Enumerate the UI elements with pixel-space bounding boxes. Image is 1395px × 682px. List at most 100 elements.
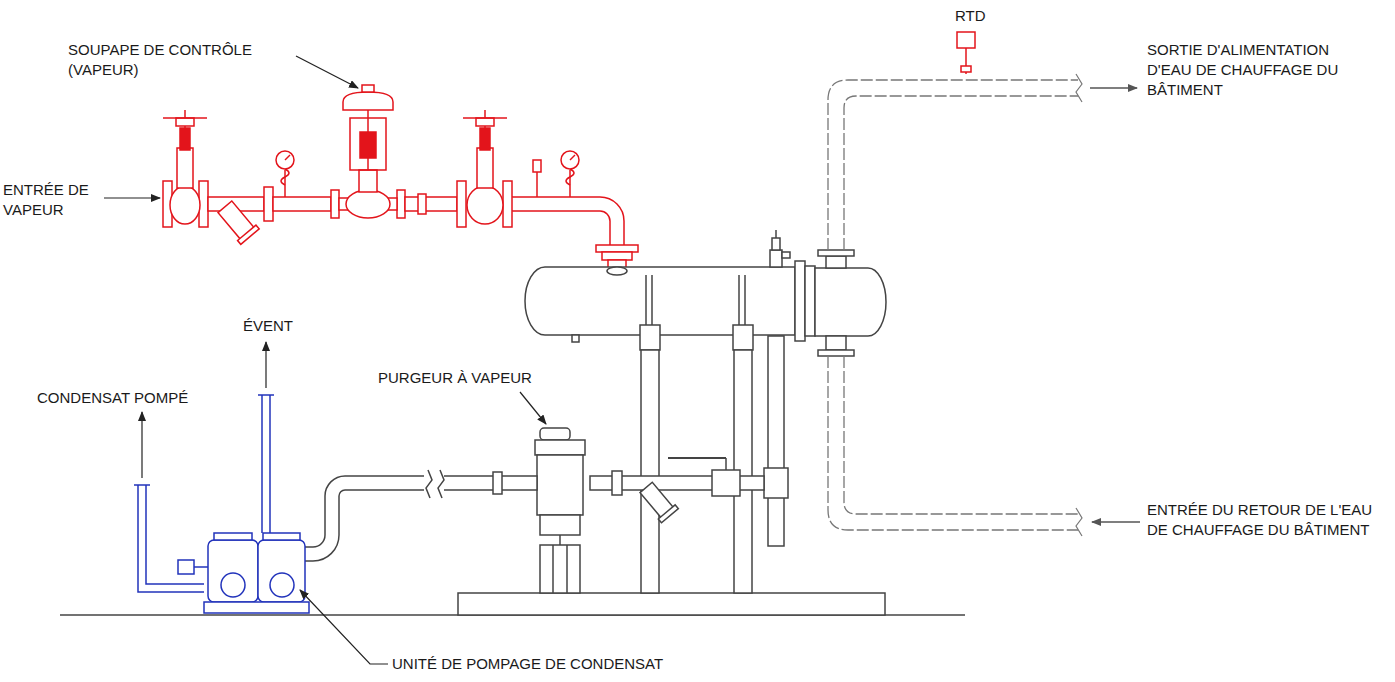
callout-label: PURGEUR À VAPEUR	[378, 368, 532, 388]
steam-train	[362, 85, 374, 92]
steam-train	[467, 186, 503, 224]
condensate-piping	[540, 515, 580, 535]
condensate-piping	[537, 455, 583, 515]
steam-train	[602, 252, 632, 260]
callout-label: CONDENSAT POMPÉ	[37, 388, 188, 408]
heat-exchanger	[733, 325, 753, 350]
steam-train	[176, 118, 194, 126]
condensate-pump	[258, 540, 305, 602]
callout-label: ÉVENT	[243, 316, 293, 336]
condensate-pump	[258, 394, 274, 396]
water-loop	[828, 80, 1078, 530]
steam-train	[238, 225, 260, 244]
condensate-pump	[134, 395, 309, 613]
steam-train	[331, 190, 339, 218]
steam-train	[264, 187, 273, 221]
steam-train	[216, 199, 259, 244]
steam-train	[284, 170, 286, 197]
condensate-piping	[764, 468, 788, 498]
steam-train	[180, 128, 190, 150]
condensate-piping	[500, 476, 537, 490]
steam-train	[457, 181, 466, 227]
condensate-pump	[134, 484, 150, 486]
condensate-piping	[559, 535, 561, 545]
condensate-piping	[305, 476, 424, 561]
heat-exchanger	[640, 325, 660, 350]
heat-exchanger	[744, 275, 746, 325]
callout-label: RTD	[955, 6, 986, 26]
steam-train	[343, 92, 393, 110]
heat-exchanger	[815, 268, 886, 336]
skid-base	[60, 593, 965, 615]
steam-train	[405, 197, 457, 211]
heat-exchanger	[818, 250, 854, 256]
leader-lines	[104, 197, 160, 198]
heat-exchanger	[770, 250, 782, 267]
steam-train	[463, 117, 507, 119]
condensate-piping	[668, 457, 726, 459]
heat-exchanger	[607, 267, 627, 275]
callout-label: SORTIE D'ALIMENTATION D'EAU DE CHAUFFAGE…	[1147, 40, 1362, 100]
leader-lines	[296, 56, 358, 88]
steam-train	[276, 151, 294, 169]
flow-arrows	[1092, 521, 1140, 522]
water-loop	[844, 96, 1078, 250]
heat-exchanger	[525, 230, 886, 593]
condensate-pump	[194, 566, 208, 568]
steam-train	[418, 194, 426, 214]
condensate-piping	[305, 336, 788, 593]
steam-train	[346, 190, 390, 218]
heat-exchanger	[795, 261, 805, 341]
water-loop	[828, 356, 1078, 530]
water-loop	[828, 80, 1078, 250]
leader-lines	[104, 56, 546, 664]
condensate-piping	[612, 471, 622, 495]
callout-label: ENTRÉE DU RETOUR DE L'EAU DE CHAUFFAGE D…	[1147, 500, 1375, 540]
callout-label: SOUPAPE DE CONTRÔLE (VAPEUR)	[68, 40, 273, 80]
steam-train	[360, 132, 376, 158]
condensate-piping	[540, 428, 570, 440]
steam-train	[477, 148, 493, 188]
condensate-piping	[712, 470, 740, 496]
condensate-pump	[178, 560, 194, 574]
heat-exchanger	[772, 238, 780, 250]
condensate-pump	[261, 395, 263, 533]
condensate-piping	[725, 458, 727, 470]
condensate-piping	[658, 505, 678, 523]
steam-train	[397, 190, 405, 218]
leader-lines	[520, 392, 546, 424]
condensate-pump	[263, 533, 300, 540]
steam-train	[957, 32, 975, 48]
heat-exchanger	[805, 266, 815, 336]
steam-train	[566, 169, 574, 185]
heat-exchanger	[645, 275, 647, 325]
steam-train	[536, 170, 538, 197]
steam-train	[480, 128, 490, 150]
steam-train	[533, 160, 541, 172]
steam-train	[273, 197, 331, 211]
steam-train	[170, 186, 200, 224]
flow-arrows	[1090, 88, 1140, 522]
heat-exchanger	[826, 336, 846, 350]
heat-exchanger	[818, 350, 854, 356]
break-marks	[1076, 508, 1082, 536]
steam-train	[163, 32, 975, 268]
heat-exchanger	[775, 230, 777, 238]
condensate-piping	[552, 545, 554, 593]
condensate-piping	[535, 440, 585, 455]
condensate-piping	[426, 470, 444, 498]
heat-exchanger	[651, 275, 653, 325]
heat-exchanger	[572, 335, 579, 342]
steam-train	[285, 155, 290, 160]
break-marks	[1076, 74, 1082, 102]
condensate-pump	[214, 533, 252, 540]
skid-base	[458, 593, 885, 615]
condensate-pump	[270, 573, 294, 597]
steam-train	[163, 117, 207, 119]
leader-lines	[141, 412, 142, 478]
steam-train	[359, 170, 377, 192]
leader-lines	[300, 590, 388, 664]
steam-train	[596, 245, 638, 252]
